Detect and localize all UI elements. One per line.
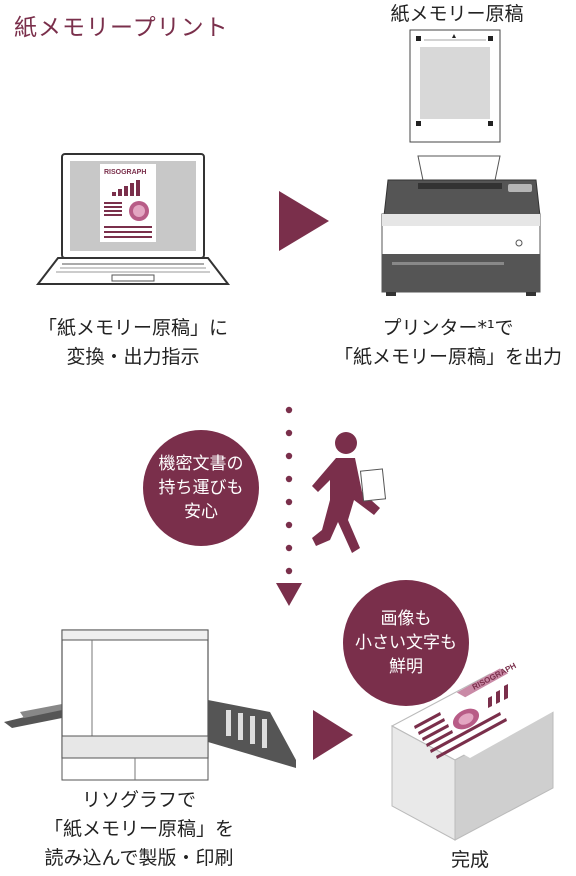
laptop: RISOGRAPH — [35, 153, 231, 285]
bubble-clear-line1: 画像も — [380, 609, 432, 629]
page-title: 紙メモリープリント — [14, 15, 229, 41]
step3-caption: リソグラフで 「紙メモリー原稿」を 読み込んで製版・印刷 — [4, 786, 274, 873]
step3-line1: リソグラフで — [81, 789, 196, 811]
step1-caption: 「紙メモリー原稿」に 変換・出力指示 — [8, 314, 258, 372]
printer — [381, 155, 541, 296]
original-label: 紙メモリー原稿 — [390, 3, 524, 25]
bubble-secure-line2: 持ち運びも — [158, 478, 244, 498]
printed-paper-stack: RISOGRAPH — [390, 661, 565, 841]
paper-memory-original — [409, 29, 501, 143]
step3-line3: 読み込んで製版・印刷 — [44, 847, 234, 869]
bubble-clear-line3: 鮮明 — [389, 657, 423, 677]
step1-line2: 変換・出力指示 — [66, 346, 200, 368]
step3-line2: 「紙メモリー原稿」を — [43, 818, 234, 840]
step2-caption: プリンター*¹で 「紙メモリー原稿」を出力 — [320, 314, 576, 372]
bubble-clear-line2: 小さい文字も — [355, 633, 457, 653]
bubble-secure-transport: 機密文書の 持ち運びも 安心 — [143, 430, 259, 546]
bubble-secure-line3: 安心 — [184, 502, 218, 522]
walking-person-icon — [312, 432, 387, 553]
bubble-secure-line1: 機密文書の — [158, 454, 244, 474]
screen-brand-text: RISOGRAPH — [104, 169, 146, 176]
result-label: 完成 — [450, 849, 489, 871]
risograph-machine — [4, 629, 296, 781]
arrow-right-top — [279, 191, 329, 251]
dotted-path — [285, 406, 293, 575]
bubble-clear-print: 画像も 小さい文字も 鮮明 — [343, 580, 469, 706]
arrow-down — [276, 583, 302, 606]
step2-line1: プリンター*¹で — [382, 317, 514, 339]
step1-line1: 「紙メモリー原稿」に — [37, 317, 228, 339]
arrow-right-bottom — [313, 710, 353, 760]
step2-line2: 「紙メモリー原稿」を出力 — [333, 346, 562, 368]
